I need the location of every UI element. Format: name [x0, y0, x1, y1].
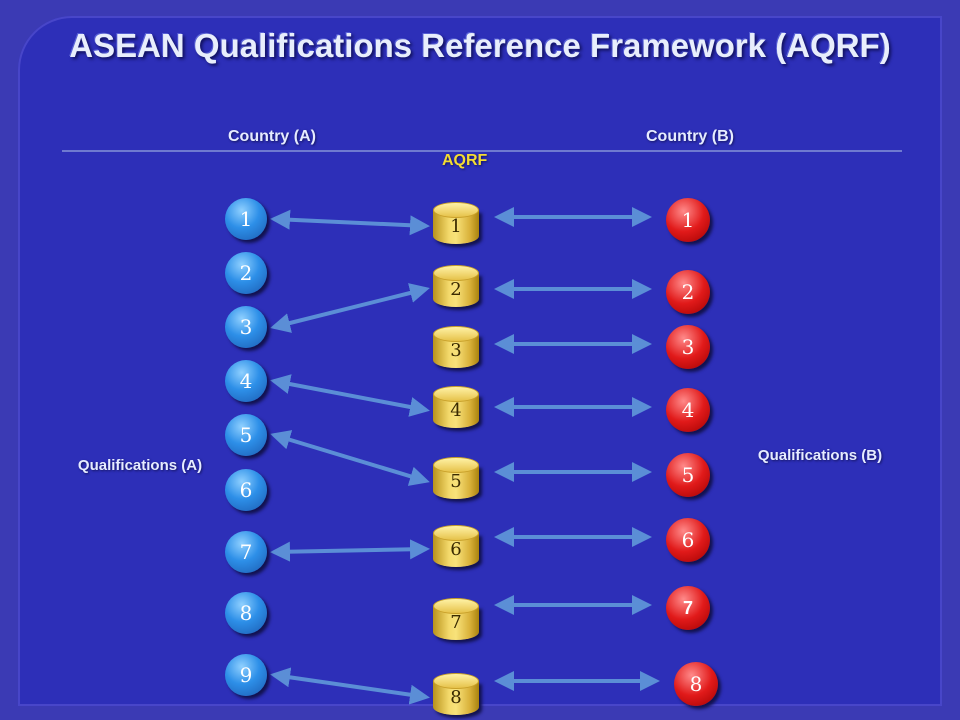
aqrf-level-label: 1 [450, 216, 462, 237]
slide-panel [18, 16, 942, 706]
country-b-level-4: 4 [666, 388, 710, 432]
link-a7-aqrf6 [270, 539, 430, 562]
country-a-level-1: 1 [225, 198, 267, 240]
country-a-level-2: 2 [225, 252, 267, 294]
aqrf-level-label: 3 [450, 340, 462, 361]
country-a-level-8: 8 [225, 592, 267, 634]
aqrf-level-label: 8 [450, 687, 462, 708]
country-b-level-1: 1 [666, 198, 710, 242]
link-a1-aqrf1 [270, 209, 430, 236]
country-b-level-6: 6 [666, 518, 710, 562]
link-a3-aqrf2 [270, 283, 430, 333]
country-a-level-7: 7 [225, 531, 267, 573]
aqrf-level-3: 3 [433, 326, 479, 370]
aqrf-level-2: 2 [433, 265, 479, 309]
aqrf-level-8: 8 [433, 673, 479, 717]
aqrf-level-label: 5 [450, 471, 462, 492]
country-b-level-2: 2 [666, 270, 710, 314]
aqrf-level-label: 6 [450, 539, 462, 560]
link-a9-aqrf8 [270, 667, 430, 705]
qualifications-a-label: Qualifications (A) [77, 457, 203, 474]
aqrf-level-5: 5 [433, 457, 479, 501]
country-a-level-4: 4 [225, 360, 267, 402]
country-b-header: Country (B) [646, 128, 734, 145]
link-a4-aqrf4 [270, 374, 430, 417]
country-b-level-7: 7 [666, 586, 710, 630]
aqrf-header: AQRF [442, 152, 488, 169]
link-a5-aqrf5 [270, 430, 430, 486]
country-a-level-6: 6 [225, 469, 267, 511]
aqrf-level-label: 7 [450, 612, 462, 633]
aqrf-level-1: 1 [433, 202, 479, 246]
header-divider [62, 150, 902, 152]
country-a-level-9: 9 [225, 654, 267, 696]
country-b-level-5: 5 [666, 453, 710, 497]
slide-title: ASEAN Qualifications Reference Framework… [69, 27, 891, 64]
country-a-header: Country (A) [228, 128, 316, 145]
country-b-level-8: 8 [674, 662, 718, 706]
aqrf-level-4: 4 [433, 386, 479, 430]
aqrf-level-6: 6 [433, 525, 479, 569]
aqrf-level-label: 4 [450, 400, 462, 421]
aqrf-level-7: 7 [433, 598, 479, 642]
country-a-level-3: 3 [225, 306, 267, 348]
country-a-level-5: 5 [225, 414, 267, 456]
qualifications-b-label: Qualifications (B) [757, 447, 883, 464]
country-b-level-3: 3 [666, 325, 710, 369]
aqrf-level-label: 2 [450, 279, 462, 300]
